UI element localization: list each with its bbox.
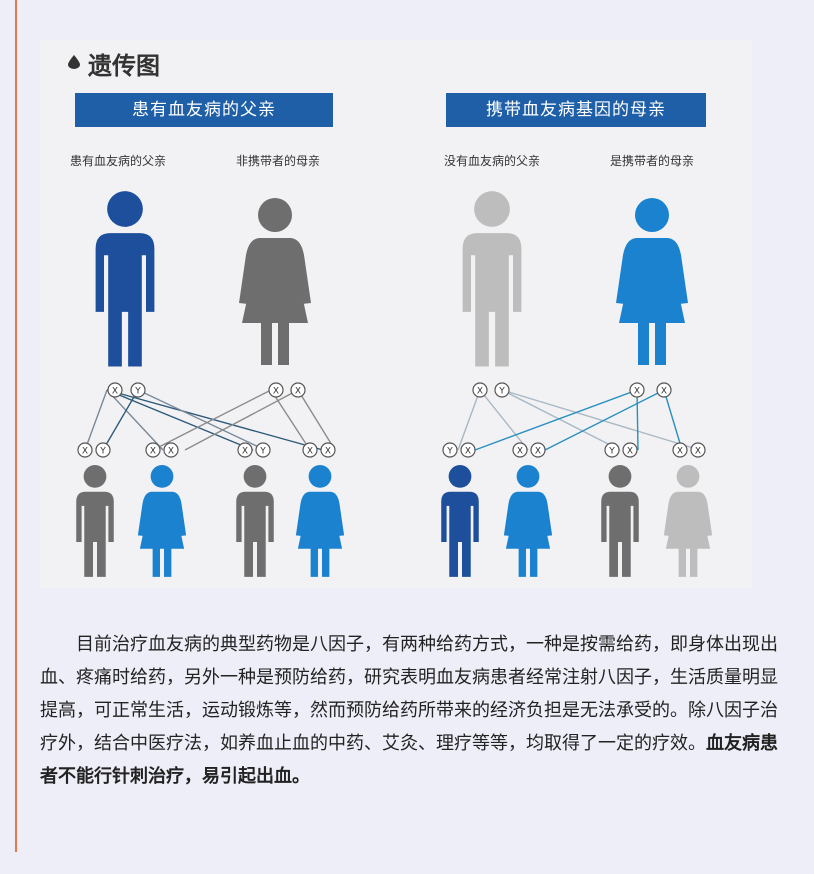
label-mother-noncarrier: 非携带者的母亲: [236, 154, 321, 168]
svg-text:X: X: [112, 387, 118, 397]
child-son-affected-figure: [441, 465, 479, 577]
cross-line: [663, 389, 683, 451]
chromosome-x: X: [145, 442, 161, 458]
chromosome-x: X: [77, 442, 93, 458]
svg-text:X: X: [535, 447, 541, 457]
right-banner: 携带血友病基因的母亲: [446, 93, 706, 127]
svg-text:X: X: [325, 447, 331, 457]
cross-line: [184, 389, 299, 451]
svg-text:X: X: [695, 447, 701, 457]
svg-text:Y: Y: [99, 447, 106, 457]
child-son-figure: [236, 465, 274, 577]
label-father-healthy: 没有血友病的父亲: [444, 154, 541, 168]
chromosome-y: Y: [494, 382, 510, 398]
child-son-figure: [76, 465, 114, 577]
chromosome-x: X: [629, 382, 645, 398]
cross-line: [457, 389, 481, 451]
svg-text:X: X: [82, 447, 88, 457]
bold-warning: 血友病患者不能行针刺治疗，易引起出血。: [40, 733, 778, 787]
svg-text:Y: Y: [259, 447, 266, 457]
svg-text:Y: Y: [446, 447, 453, 457]
cross-line: [84, 389, 108, 451]
cross-line: [501, 389, 621, 451]
svg-text:X: X: [634, 387, 640, 397]
body-text: 目前治疗血友病的典型药物是八因子，有两种给药方式，一种是按需给药，即身体出现出血…: [40, 634, 778, 754]
cross-line: [106, 389, 164, 451]
cross-line: [102, 389, 139, 451]
cross-line: [636, 389, 639, 451]
chromosome-x: X: [302, 442, 318, 458]
mother-noncarrier-figure: [239, 198, 311, 365]
svg-text:X: X: [273, 387, 279, 397]
chromosome-y: Y: [95, 442, 111, 458]
left-accent-rule: [15, 0, 17, 852]
svg-text:X: X: [168, 447, 174, 457]
cross-line: [137, 389, 266, 451]
drop-icon: [68, 55, 80, 69]
pedigree-diagram: X Y X X X Y X X X Y X X X Y X X Y X X X Y X X X: [76, 191, 713, 577]
svg-text:X: X: [307, 447, 313, 457]
chromosome-x: X: [163, 442, 179, 458]
chromosome-x: X: [472, 382, 488, 398]
chromosome-x: X: [530, 442, 546, 458]
father-healthy-figure: [462, 191, 522, 367]
svg-text:X: X: [150, 447, 156, 457]
chromosome-x: X: [107, 382, 123, 398]
figure-title: 遗传图: [68, 46, 160, 81]
chromosome-x: X: [320, 442, 336, 458]
child-daughter-carrier-figure: [295, 465, 345, 577]
svg-text:X: X: [477, 387, 483, 397]
svg-text:X: X: [517, 447, 523, 457]
left-banner: 患有血友病的父亲: [75, 93, 333, 127]
chromosome-x: X: [622, 442, 638, 458]
chromosome-y: Y: [130, 382, 146, 398]
inheritance-figure: 遗传图 患有血友病的父亲 携带血友病基因的母亲 患有血友病的父亲 非携带者的母亲…: [40, 40, 752, 588]
figure-title-text: 遗传图: [88, 52, 160, 80]
chromosome-x: X: [672, 442, 688, 458]
cross-line: [106, 389, 254, 451]
chromosome-x: X: [290, 382, 306, 398]
chromosome-x: X: [656, 382, 672, 398]
cross-line: [474, 389, 638, 451]
cross-line: [479, 389, 529, 451]
svg-text:X: X: [677, 447, 683, 457]
chromosome-x: X: [460, 442, 476, 458]
svg-text:Y: Y: [608, 447, 615, 457]
father-affected-figure: [95, 191, 155, 367]
cross-line: [152, 389, 272, 451]
svg-text:X: X: [661, 387, 667, 397]
mother-carrier-figure: [616, 198, 688, 365]
svg-text:Y: Y: [498, 387, 505, 397]
chromosome-x: X: [690, 442, 706, 458]
chromosome-y: Y: [255, 442, 271, 458]
chromosome-x: X: [237, 442, 253, 458]
chromosome-x: X: [512, 442, 528, 458]
cross-line: [544, 389, 665, 451]
svg-text:X: X: [627, 447, 633, 457]
cross-line: [501, 389, 701, 451]
child-daughter-carrier-figure: [503, 465, 553, 577]
cross-line: [270, 389, 311, 451]
body-paragraph: 目前治疗血友病的典型药物是八因子，有两种给药方式，一种是按需给药，即身体出现出血…: [40, 628, 782, 793]
child-daughter-carrier-figure: [137, 465, 187, 577]
chromosome-x: X: [268, 382, 284, 398]
cross-line: [106, 389, 324, 451]
svg-text:X: X: [465, 447, 471, 457]
child-son-healthy-figure: [601, 465, 639, 577]
svg-text:Y: Y: [134, 387, 141, 397]
chromosome-y: Y: [604, 442, 620, 458]
label-father-affected: 患有血友病的父亲: [70, 154, 167, 168]
child-daughter-noncarrier-figure: [663, 465, 713, 577]
cross-line: [297, 389, 336, 451]
svg-text:X: X: [242, 447, 248, 457]
label-mother-carrier: 是携带者的母亲: [610, 154, 695, 168]
svg-text:X: X: [295, 387, 301, 397]
chromosome-y: Y: [442, 442, 458, 458]
